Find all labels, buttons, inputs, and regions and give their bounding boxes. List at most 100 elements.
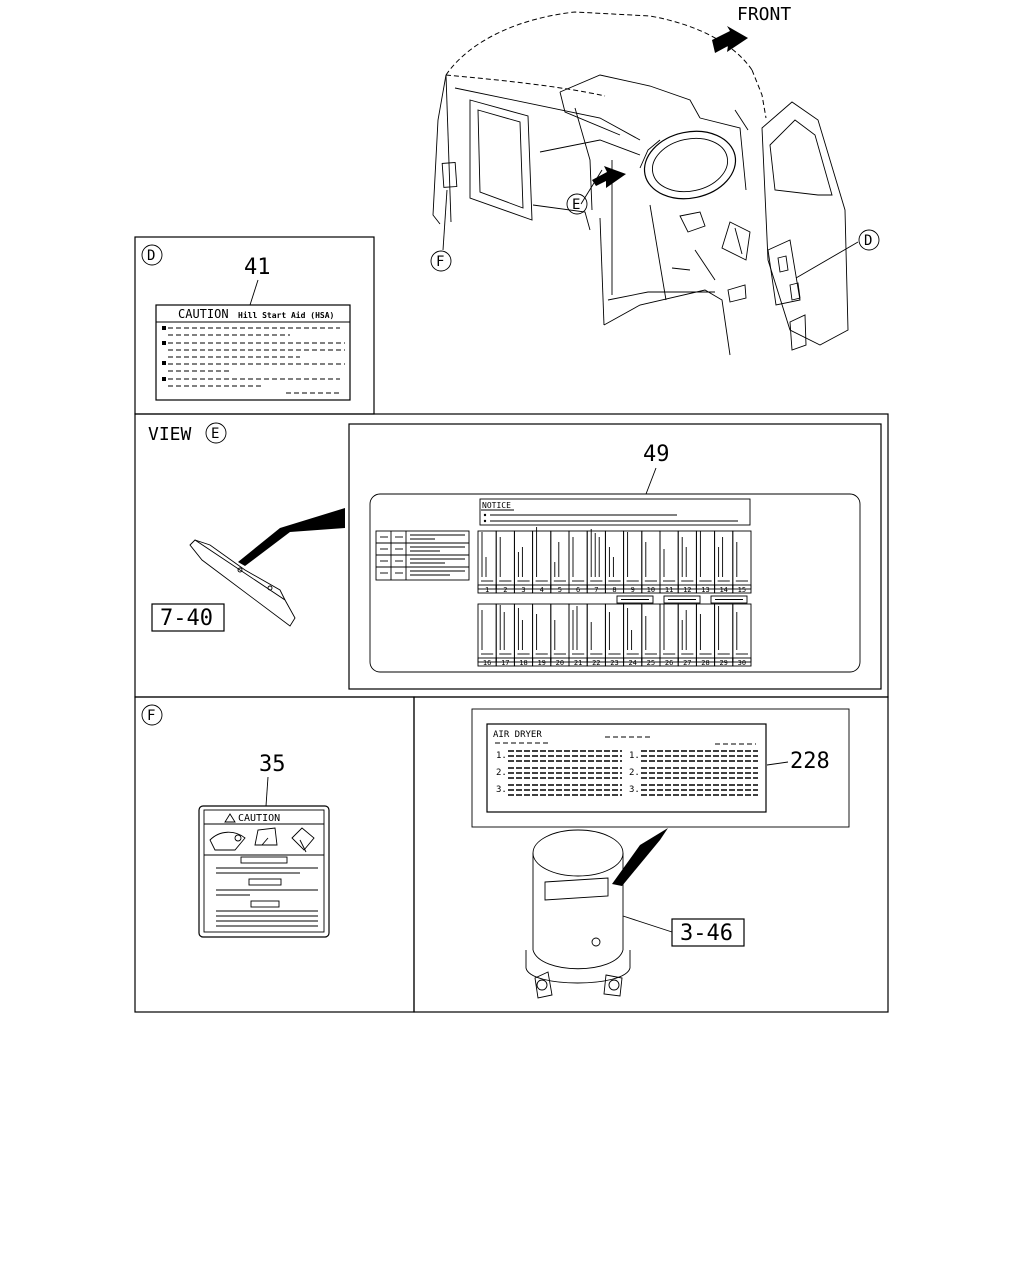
- fuse-number: 25: [647, 659, 655, 667]
- fuse-cell: 8: [604, 530, 625, 594]
- fuse-number: 5: [558, 586, 562, 594]
- air-dryer-title: AIR DRYER: [493, 730, 542, 740]
- callout-49: 49: [643, 442, 670, 467]
- fuse-cell: 1: [477, 530, 497, 594]
- fuse-number: 20: [556, 659, 564, 667]
- seat-warning-icon: [254, 827, 278, 846]
- part-ref-3-46-text: 3-46: [680, 921, 733, 946]
- fuse-cell: 6: [568, 530, 588, 594]
- fuse-cell: 16: [477, 603, 497, 667]
- view-e-marker: E: [211, 426, 219, 442]
- fuse-number: 11: [665, 586, 673, 594]
- air-dryer-item-number: 1.: [629, 751, 640, 761]
- air-dryer-item-number: 3.: [496, 785, 507, 795]
- view-e-title: VIEW: [148, 424, 192, 445]
- fuse-cell: 13: [695, 530, 716, 594]
- fuse-cell: 2: [495, 530, 515, 594]
- fuse-number: 10: [647, 586, 655, 594]
- panel-f-marker: F: [147, 708, 155, 724]
- callout-41: 41: [244, 255, 271, 280]
- fuse-cell: 12: [677, 530, 697, 594]
- fuse-number: 18: [519, 659, 527, 667]
- fuse-cell: 7: [586, 529, 606, 594]
- fuse-number: 12: [683, 586, 691, 594]
- relay-slot: [710, 595, 748, 604]
- fuse-cell: 20: [550, 603, 570, 667]
- fuse-cell: 30: [732, 603, 752, 667]
- hsa-caution-label: [155, 304, 351, 401]
- relay-slot: [616, 595, 654, 604]
- fuse-cell: 23: [604, 603, 625, 667]
- air-dryer-left-items: 1.2.3.: [496, 750, 622, 796]
- fuse-cell: 10: [641, 530, 661, 594]
- fuse-cell: 4: [532, 527, 552, 594]
- air-dryer-label: [486, 723, 767, 813]
- marker-f-top: F: [430, 250, 452, 272]
- notice-label: NOTICE: [482, 501, 511, 510]
- fuse-number: 29: [719, 659, 727, 667]
- front-label: FRONT: [737, 4, 791, 25]
- fuse-number: 13: [701, 586, 709, 594]
- fuse-number: 30: [738, 659, 746, 667]
- fuse-number: 15: [738, 586, 746, 594]
- fuse-cell: 17: [495, 603, 515, 667]
- fuse-cell: 18: [513, 603, 534, 667]
- fuse-number: 7: [594, 586, 598, 594]
- air-dryer-item-number: 3.: [629, 785, 640, 795]
- callout-35: 35: [259, 752, 286, 777]
- marker-d-top: D: [858, 229, 880, 251]
- fuse-number: 8: [612, 586, 616, 594]
- fuse-cell: 22: [586, 603, 606, 667]
- fuse-number: 19: [537, 659, 545, 667]
- fuse-number: 3: [521, 586, 525, 594]
- fuse-cell: 24: [623, 603, 643, 667]
- cab-tilt-icon: [291, 827, 315, 853]
- fuse-number: 14: [719, 586, 727, 594]
- fuse-number: 6: [576, 586, 580, 594]
- fuse-number: 16: [483, 659, 491, 667]
- part-ref-3-46: [671, 918, 745, 947]
- fuse-number: 26: [665, 659, 673, 667]
- part-ref-7-40: [151, 603, 225, 632]
- air-dryer-item-number: 1.: [496, 751, 507, 761]
- caution-35-title: CAUTION: [238, 813, 280, 824]
- fuse-number: 2: [503, 586, 507, 594]
- marker-f-letter: F: [436, 254, 444, 270]
- warning-triangle-icon: [224, 813, 236, 823]
- part-ref-7-40-text: 7-40: [160, 606, 213, 631]
- fuse-number: 9: [631, 586, 635, 594]
- air-dryer-canister: [525, 828, 668, 999]
- fuse-cell: 29: [714, 603, 734, 667]
- fuse-cell: 5: [550, 530, 570, 594]
- fuse-number: 28: [701, 659, 709, 667]
- fuse-cell: 14: [714, 530, 734, 594]
- hsa-label-title: CAUTION: [178, 307, 229, 321]
- caution-label-35: [198, 805, 330, 938]
- marker-d-letter: D: [864, 233, 872, 249]
- fuse-number: 27: [683, 659, 691, 667]
- fuse-cell: 27: [677, 603, 697, 667]
- fuse-number: 24: [628, 659, 636, 667]
- panel-f: F 35 CAUTION: [134, 696, 415, 1013]
- fuse-cell: 19: [532, 603, 552, 667]
- fuse-cell: 11: [659, 530, 679, 594]
- air-dryer-right-items: 1. 2. 3.: [629, 750, 758, 796]
- fuse-cell: 21: [568, 603, 588, 667]
- fuse-number: 17: [501, 659, 509, 667]
- relay-slot: [663, 595, 701, 604]
- marker-e-letter: E: [572, 197, 580, 213]
- panel-air-dryer: AIR DRYER 1.2.3. 1.2.3. 228 3-46: [413, 696, 889, 1013]
- fuse-number: 4: [540, 586, 544, 594]
- fuse-cell: 26: [659, 603, 679, 667]
- air-dryer-item-number: 2.: [629, 768, 640, 778]
- panel-d: D 41 CAUTION Hill Start Aid (HSA): [134, 236, 375, 415]
- fuse-number: 22: [592, 659, 600, 667]
- marker-e-top: E: [566, 193, 588, 215]
- panel-d-marker: D: [147, 248, 155, 264]
- fuse-number: 21: [574, 659, 582, 667]
- callout-228: 228: [790, 749, 830, 774]
